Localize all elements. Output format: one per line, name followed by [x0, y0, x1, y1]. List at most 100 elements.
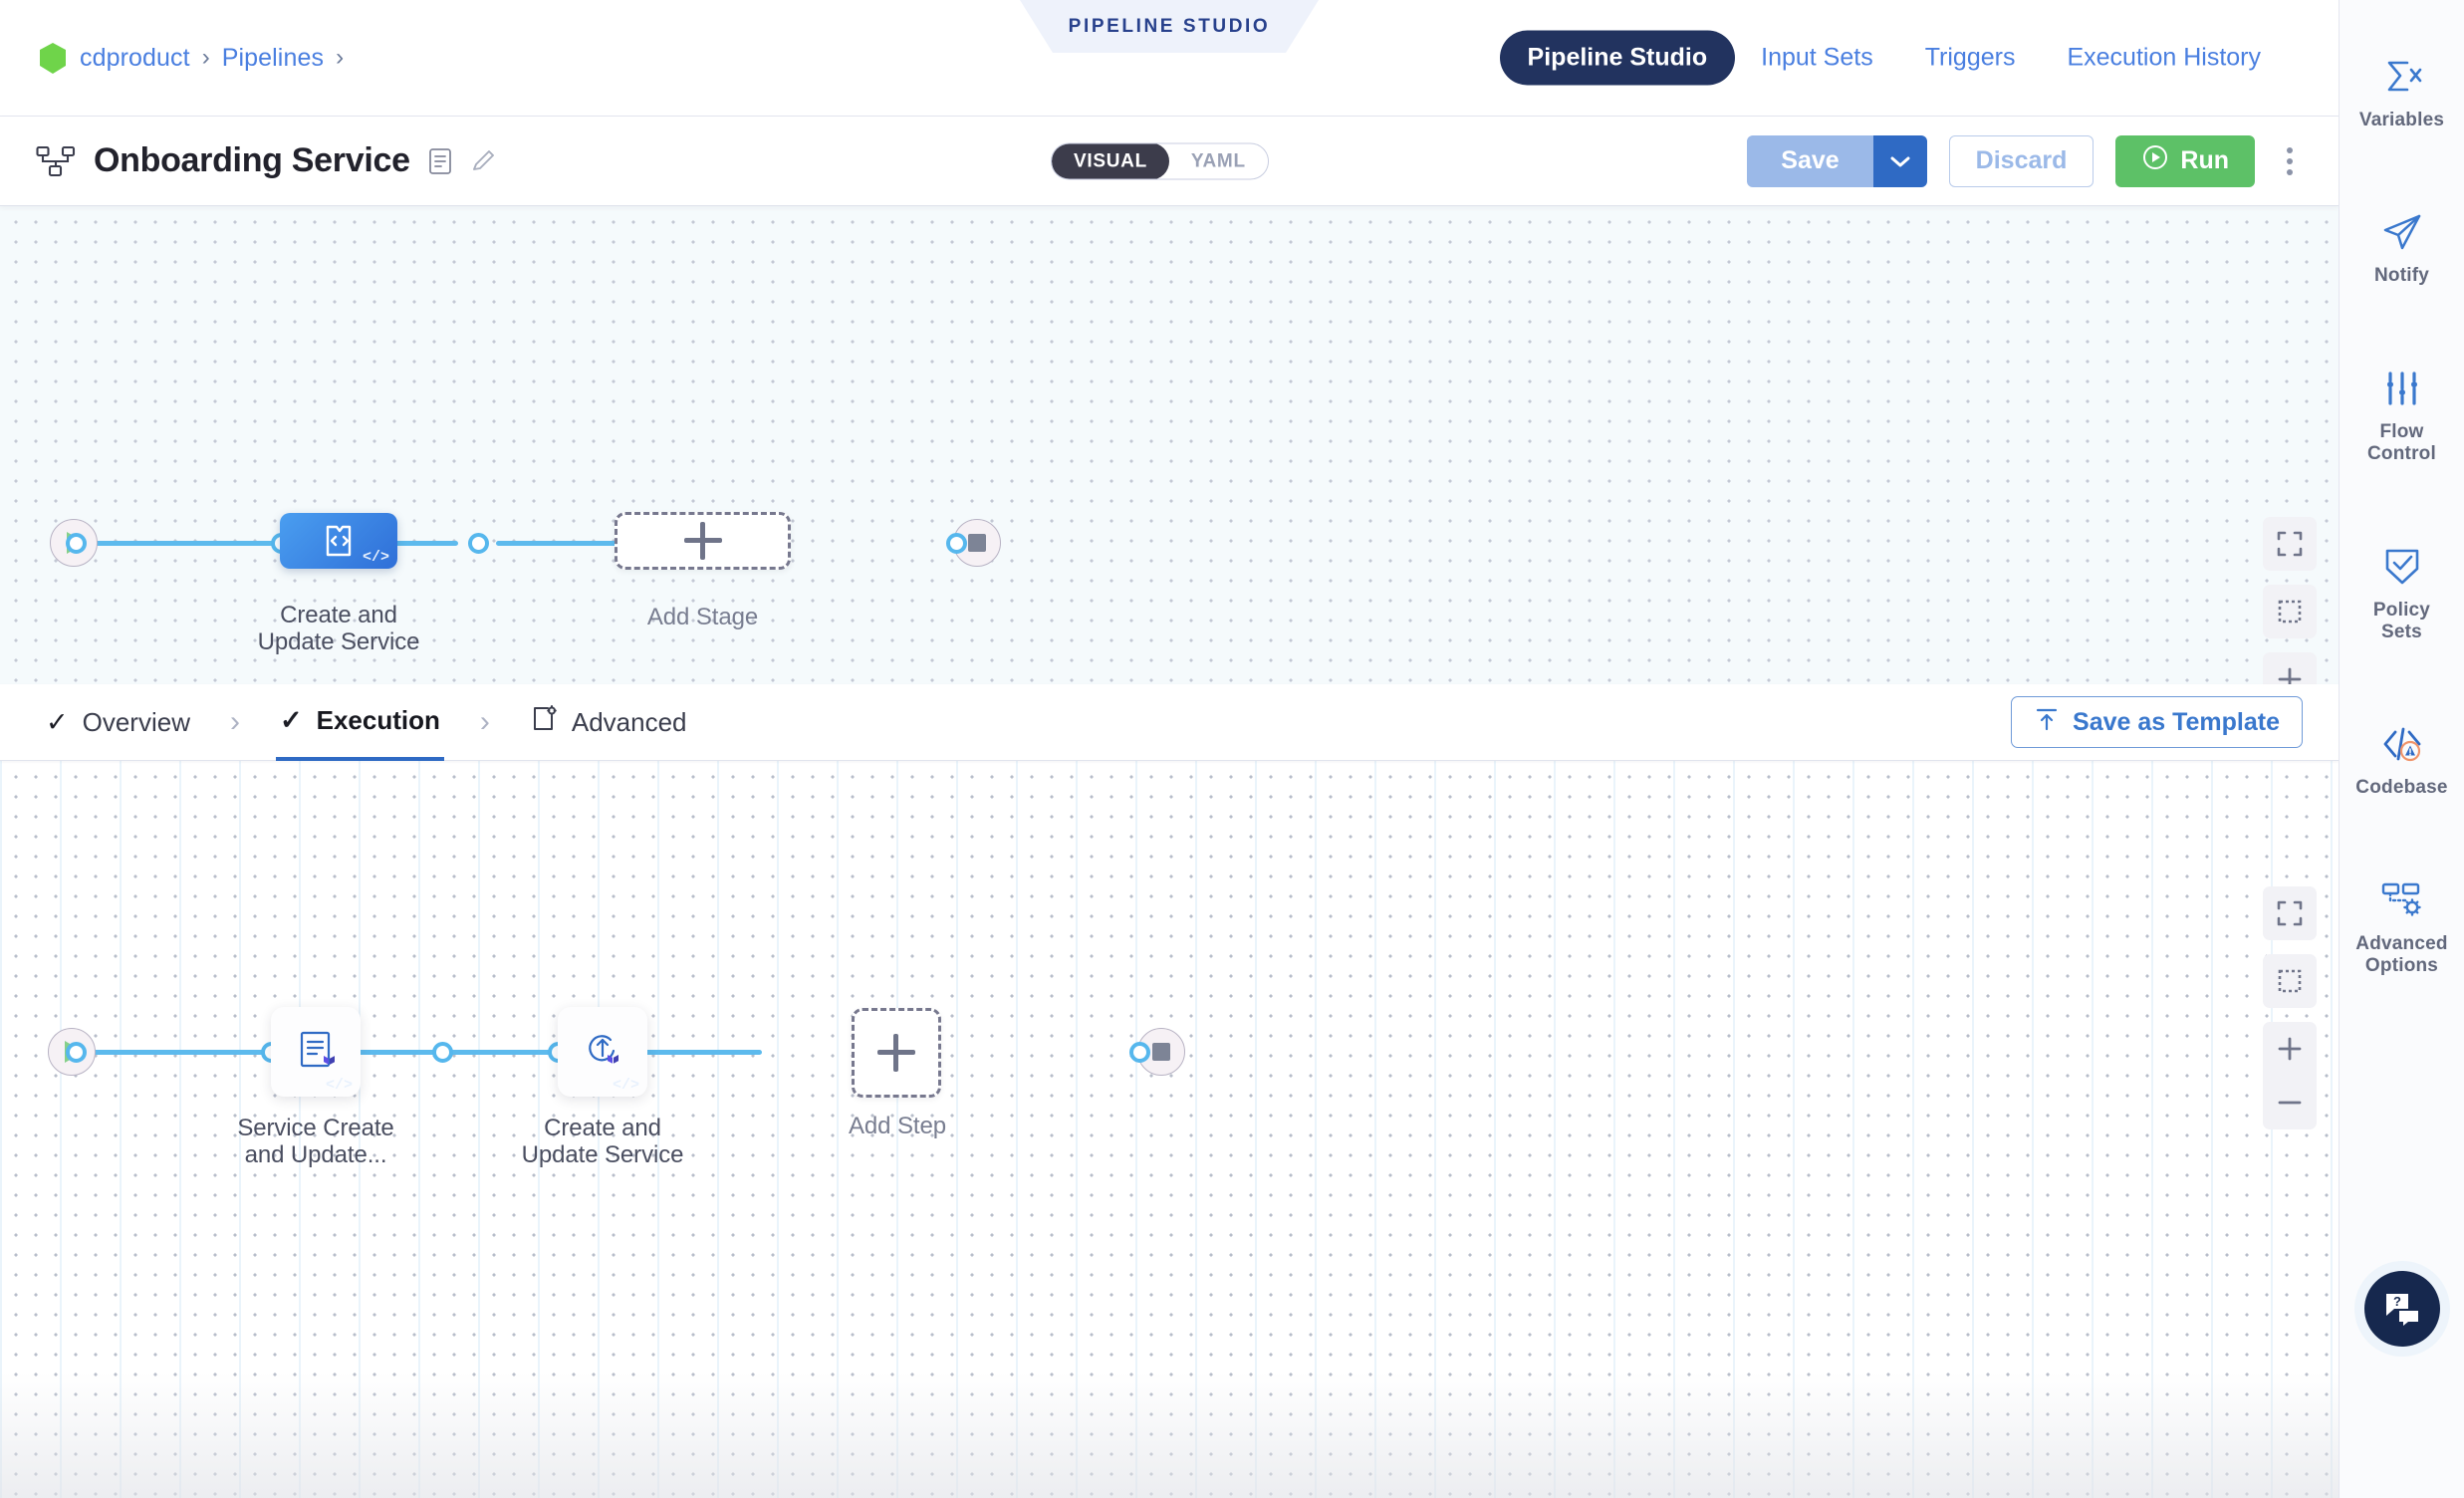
tab-overview[interactable]: ✓ Overview [42, 684, 194, 761]
terraform-rollback-icon [589, 1035, 618, 1064]
pipeline-tree-icon [36, 145, 76, 177]
run-button-label: Run [2180, 146, 2229, 174]
breadcrumb: cdproduct › Pipelines › [0, 42, 344, 75]
tab-advanced[interactable]: Advanced [526, 684, 691, 761]
top-header-bar: cdproduct › Pipelines › PIPELINE STUDIO … [0, 0, 2339, 117]
sidebar-item-notify[interactable]: Notify [2340, 153, 2464, 309]
stage-canvas-tools [2263, 517, 2317, 684]
check-icon: ✓ [279, 704, 303, 735]
step-node-2-label-line1: Create and [544, 1115, 661, 1141]
plus-icon [2278, 667, 2302, 684]
right-utility-sidebar: Variables Notify Flow [2339, 0, 2464, 1498]
check-icon: ✓ [46, 706, 69, 737]
breadcrumb-separator-2: › [336, 44, 345, 71]
sidebar-item-variables[interactable]: Variables [2340, 22, 2464, 153]
save-dropdown-button[interactable] [1872, 134, 1927, 187]
step-zoom-in-button[interactable] [2263, 1022, 2317, 1076]
toggle-yaml[interactable]: YAML [1190, 150, 1246, 171]
tab-triggers[interactable]: Triggers [1924, 43, 2016, 72]
flow-gear-icon [2379, 879, 2425, 921]
step-fit-to-screen-button[interactable] [2263, 886, 2317, 940]
stage-graph-canvas[interactable]: </> Create and Update Service Add Stage [0, 206, 2339, 684]
step-node-create-and-update-service[interactable]: </> [558, 1007, 647, 1097]
sidebar-item-notify-label: Notify [2373, 265, 2430, 287]
sidebar-item-flow-control-label: Flow Control [2367, 421, 2436, 466]
stage-fit-to-screen-button[interactable] [2263, 517, 2317, 571]
tab-advanced-label: Advanced [571, 706, 687, 737]
page-title: Onboarding Service [94, 141, 410, 179]
tab-input-sets[interactable]: Input Sets [1761, 43, 1873, 72]
step-node-service-create-and-update[interactable]: </> [271, 1007, 361, 1097]
stage-node-create-and-update-service[interactable]: </> [280, 513, 397, 569]
plus-icon [2278, 1037, 2302, 1061]
sidebar-item-policy-sets-label: Policy Sets [2373, 600, 2430, 644]
tab-execution-label: Execution [316, 704, 440, 735]
policy-sets-label-line2: Sets [2381, 622, 2422, 643]
connector-start-to-step1 [68, 1050, 287, 1055]
play-circle-icon [2141, 143, 2169, 178]
stage-node-label-line2: Update Service [257, 627, 420, 655]
pipeline-title-bar: Onboarding Service VISUAL YAML [0, 117, 2339, 206]
expand-icon [2277, 900, 2303, 926]
plus-icon [877, 1034, 915, 1072]
connector-step1-to-step2 [259, 1050, 473, 1055]
add-step-node[interactable] [852, 1008, 941, 1098]
minus-icon [2278, 1101, 2302, 1105]
connector-addstep-to-end [617, 1050, 762, 1055]
main-column: cdproduct › Pipelines › PIPELINE STUDIO … [0, 0, 2339, 1498]
shield-check-icon [2382, 546, 2422, 588]
svg-text:?: ? [2393, 1294, 2401, 1309]
description-icon[interactable] [428, 147, 452, 175]
add-stage-label: Add Stage [646, 604, 759, 630]
tab-execution[interactable]: ✓ Execution [275, 684, 444, 761]
paper-plane-icon [2381, 211, 2423, 253]
save-as-template-label: Save as Template [2073, 707, 2280, 736]
sidebar-item-advanced-options[interactable]: Advanced Options [2340, 822, 2464, 1000]
connector-start-to-stage [68, 541, 292, 546]
header-actions: Save Discard Run [1747, 134, 2303, 187]
stage-selection-box-button[interactable] [2263, 585, 2317, 638]
connector-step2-to-addstep [438, 1050, 652, 1055]
tab-execution-history[interactable]: Execution History [2067, 43, 2261, 72]
tab-pipeline-studio[interactable]: Pipeline Studio [1499, 30, 1736, 86]
step-node-2-label-line2: Update Service [521, 1140, 684, 1168]
sidebar-item-flow-control[interactable]: Flow Control [2340, 310, 2464, 488]
step1-output-port [432, 1042, 453, 1063]
sigma-variables-icon [2381, 56, 2423, 98]
stage-config-tabs: ✓ Overview › ✓ Execution › Advanced [0, 684, 2339, 761]
save-as-template-button[interactable]: Save as Template [2011, 696, 2303, 748]
step-selection-box-button[interactable] [2263, 954, 2317, 1008]
pencil-edit-icon[interactable] [470, 147, 494, 175]
step-node-1-label: Service Create and Update... [221, 1115, 410, 1169]
stage-template-badge: </> [362, 549, 389, 566]
title-group: Onboarding Service [0, 141, 494, 180]
discard-button[interactable]: Discard [1948, 134, 2094, 187]
add-step-label: Add Step [849, 1113, 946, 1139]
step-template-badge: </> [325, 1077, 353, 1094]
save-button[interactable]: Save [1747, 134, 1873, 187]
help-chat-button[interactable]: ? [2363, 1271, 2440, 1347]
step-graph: </> Service Create and Update... </> [0, 761, 2339, 1498]
kebab-menu-icon[interactable] [2277, 146, 2303, 175]
run-button[interactable]: Run [2115, 134, 2255, 187]
step-zoom-controls [2263, 1022, 2317, 1129]
template-code-icon [326, 525, 352, 557]
chevron-down-icon [1890, 156, 1910, 166]
toggle-visual[interactable]: VISUAL [1052, 143, 1169, 178]
step-node-1-label-line2: and Update... [244, 1140, 387, 1168]
plus-icon [683, 522, 722, 560]
sidebar-item-policy-sets[interactable]: Policy Sets [2340, 488, 2464, 666]
stage-start-port [66, 533, 87, 554]
breadcrumb-pipelines[interactable]: Pipelines [221, 43, 325, 72]
add-stage-node[interactable] [615, 512, 791, 570]
step-zoom-out-button[interactable] [2263, 1076, 2317, 1129]
stage-node-label: Create and Update Service [239, 602, 438, 656]
step-graph-canvas[interactable]: </> Service Create and Update... </> [0, 761, 2339, 1498]
sidebar-item-codebase-label: Codebase [2355, 777, 2448, 799]
step-canvas-tools [2263, 886, 2317, 1129]
sidebar-item-codebase[interactable]: Codebase [2340, 665, 2464, 821]
terraform-plan-icon [300, 1031, 335, 1068]
stage-zoom-in-button[interactable] [2263, 652, 2317, 684]
step-node-1-label-line1: Service Create [237, 1115, 394, 1141]
breadcrumb-project[interactable]: cdproduct [80, 43, 190, 72]
